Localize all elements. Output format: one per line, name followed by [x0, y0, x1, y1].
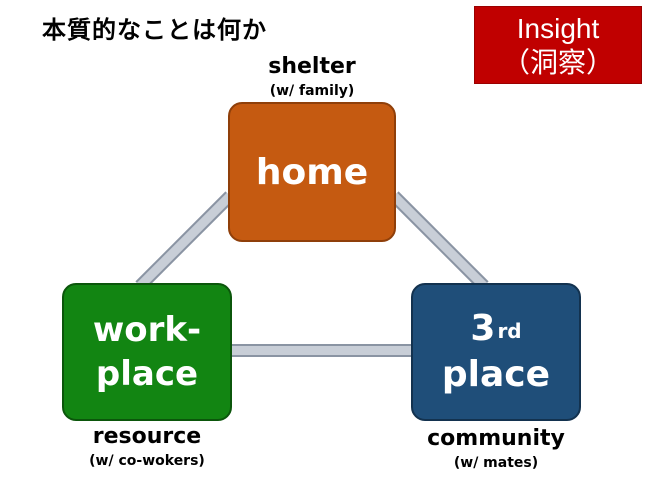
page-title: 本質的なことは何か	[42, 16, 267, 44]
workplace-label: resource (w/ co-wokers)	[40, 424, 254, 470]
third-place-superscript: rd	[497, 319, 522, 343]
third-place-number: 3	[470, 308, 496, 349]
third-place-label: community (w/ mates)	[390, 426, 602, 472]
home-label: shelter (w/ family)	[218, 54, 406, 100]
workplace-node-line2: place	[95, 354, 199, 394]
home-label-main: shelter	[268, 54, 356, 79]
third-place-label-main: community	[427, 426, 565, 451]
home-node: home	[228, 102, 396, 242]
third-place-node-line2: place	[441, 354, 551, 395]
workplace-label-main: resource	[92, 424, 202, 449]
connector-home-third	[389, 191, 489, 291]
connector-workplace-third	[230, 344, 414, 357]
workplace-node-line1: work-	[92, 310, 202, 350]
workplace-label-sub: (w/ co-wokers)	[89, 453, 205, 469]
home-node-text: home	[255, 151, 369, 193]
insight-badge: Insight （洞察）	[474, 6, 642, 84]
connector-home-workplace	[135, 191, 235, 291]
third-place-label-sub: (w/ mates)	[453, 455, 539, 471]
badge-line-2: （洞察）	[501, 47, 614, 78]
workplace-node: work- place	[62, 283, 232, 421]
badge-line-1: Insight	[516, 13, 600, 44]
home-label-sub: (w/ family)	[269, 83, 355, 99]
